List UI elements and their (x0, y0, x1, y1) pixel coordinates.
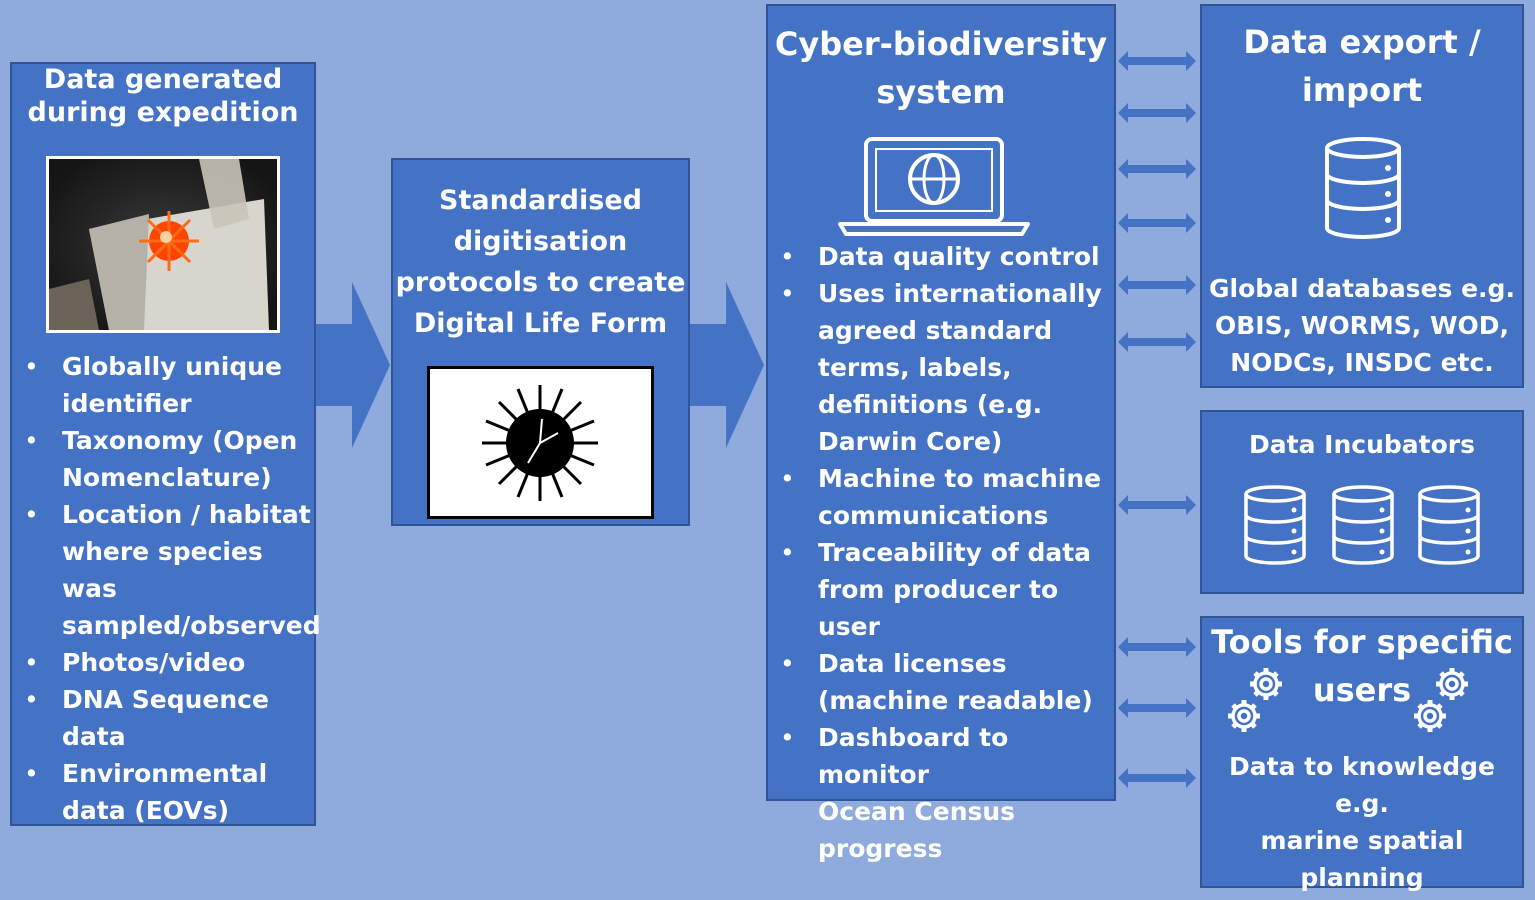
laptop-globe-icon (838, 137, 1030, 236)
digital-life-form-panel (427, 366, 654, 519)
tools-text: Data to knowledge e.g. marine spatial pl… (1229, 752, 1495, 892)
gear-icon (1414, 668, 1468, 732)
digitisation-title: Standardised digitisation protocols to c… (395, 185, 686, 339)
arrow-right-icon (316, 282, 390, 448)
double-arrow-icon (1118, 637, 1196, 657)
double-arrow-icon (1118, 213, 1196, 233)
double-arrow-icon (1118, 103, 1196, 123)
tools-title: Tools for specific users (1211, 623, 1513, 709)
expedition-box: Data generated during expedition Global (10, 62, 321, 826)
database-icon (1418, 485, 1480, 565)
gear-icon (1228, 668, 1282, 732)
arrow-right-icon (690, 282, 764, 448)
specimen-photo (46, 156, 280, 333)
tools-box: Tools for specific users (1200, 616, 1524, 892)
cyber-list: Data quality control Uses internationall… (780, 238, 1114, 867)
database-icon (1325, 137, 1401, 239)
cyber-title: Cyber-biodiversity system (774, 25, 1108, 111)
list-item: Data licenses(machine readable) (780, 645, 1114, 719)
double-arrow-icon (1118, 768, 1196, 788)
cyber-biodiversity-box: Cyber-biodiversity system Data quality c… (766, 4, 1116, 863)
double-arrow-icon (1118, 495, 1196, 515)
database-icon (1332, 485, 1394, 565)
double-arrow-icon (1118, 275, 1196, 295)
export-text: Global databases e.g. OBIS, WORMS, WOD, … (1209, 274, 1515, 377)
double-arrow-icon (1118, 332, 1196, 352)
incubators-title: Data Incubators (1249, 430, 1475, 459)
double-arrow-icon (1118, 159, 1196, 179)
digitisation-box: Standardised digitisation protocols to c… (391, 158, 690, 526)
database-icon (1244, 485, 1306, 565)
double-arrow-icon (1118, 698, 1196, 718)
double-arrows (1118, 0, 1198, 900)
data-incubators-box: Data Incubators (1200, 410, 1524, 594)
double-arrow-icon (1118, 51, 1196, 71)
list-item: Data quality control (780, 238, 1114, 275)
expedition-title: Data generated during expedition (27, 64, 299, 128)
list-item: Photos/video (24, 644, 321, 681)
sea-urchin-icon (482, 385, 598, 501)
export-title: Data export / import (1243, 23, 1481, 109)
data-export-box: Data export / import Global databases e.… (1200, 4, 1524, 388)
